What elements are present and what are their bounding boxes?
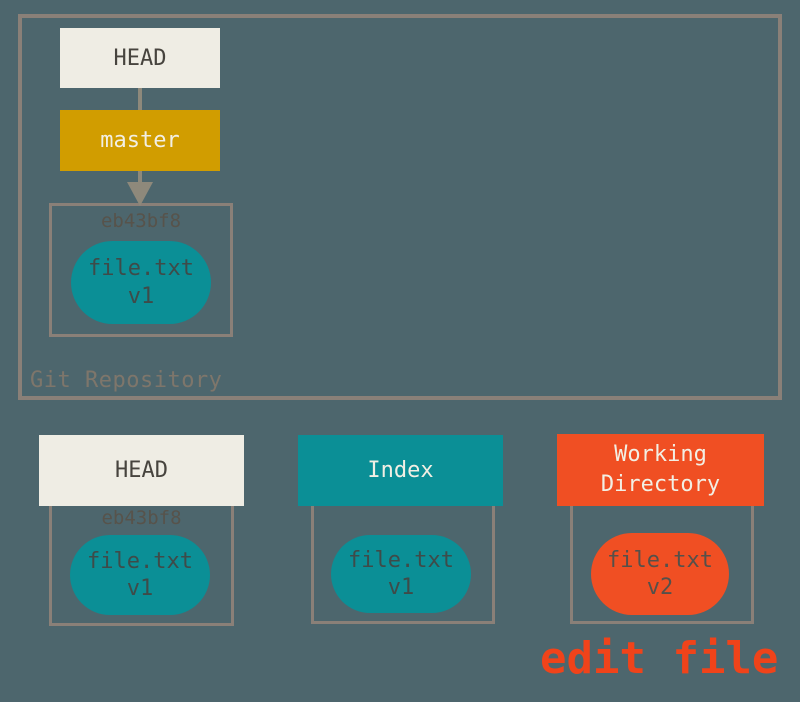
file-name-label: file.txt xyxy=(88,256,194,281)
repo-head-label: HEAD xyxy=(113,45,167,71)
repo-commit-file-pill: file.txt v1 xyxy=(71,241,211,324)
area-head-header: HEAD xyxy=(39,435,244,506)
file-name-label: file.txt xyxy=(348,547,454,573)
area-index-file-pill: file.txt v1 xyxy=(331,535,471,613)
file-version-label: v1 xyxy=(127,283,155,309)
repo-master-label: master xyxy=(100,128,180,153)
edit-file-annotation: edit file xyxy=(540,633,779,684)
area-head-file-pill: file.txt v1 xyxy=(70,535,210,615)
repo-master-box: master xyxy=(60,110,220,171)
file-name-label: file.txt xyxy=(607,547,713,573)
repo-head-box: HEAD xyxy=(60,28,220,88)
file-version-label: v2 xyxy=(646,575,674,600)
area-head-commit-id-label: eb43bf8 xyxy=(101,507,182,529)
head-to-master-connector xyxy=(138,88,142,112)
git-repository-box xyxy=(18,14,782,400)
git-repository-label: Git Repository xyxy=(30,368,223,393)
file-version-label: v1 xyxy=(126,576,154,601)
area-working-directory-header: Working Directory xyxy=(557,434,764,506)
repo-commit-id-label: eb43bf8 xyxy=(100,210,182,232)
area-index-header: Index xyxy=(298,435,503,506)
file-name-label: file.txt xyxy=(87,548,193,574)
area-index-label: Index xyxy=(367,457,434,483)
area-working-directory-label: Working Directory xyxy=(600,442,721,497)
area-working-directory-file-pill: file.txt v2 xyxy=(591,533,729,615)
area-head-label: HEAD xyxy=(115,457,168,483)
arrowhead-down-icon xyxy=(127,182,153,206)
file-version-label: v1 xyxy=(387,575,415,600)
master-to-commit-connector xyxy=(138,171,142,185)
